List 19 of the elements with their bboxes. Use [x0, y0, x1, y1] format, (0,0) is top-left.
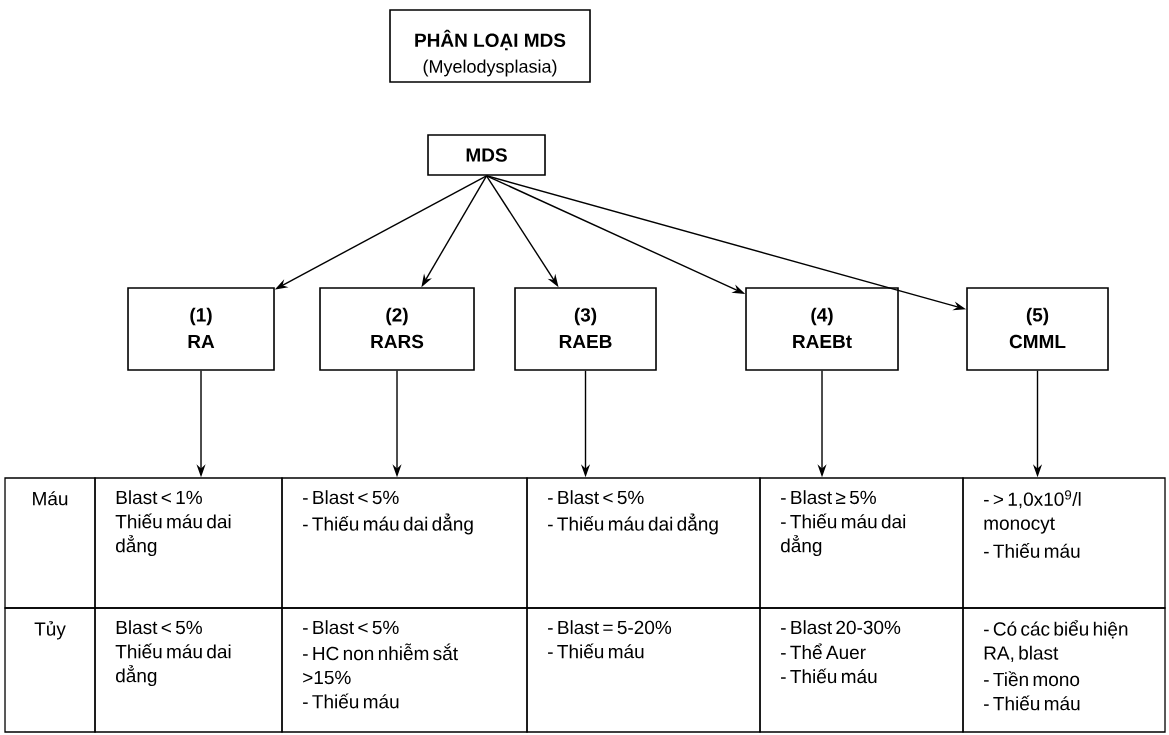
title-box: PHÂN LOẠI MDS (Myelodysplasia) — [389, 9, 591, 83]
table-cell: - Blast < 5% - Thiếu máu dai dẳng — [281, 477, 528, 609]
category-box: (5) CMML — [966, 287, 1109, 371]
table-cell: Blast < 1% Thiếu máu dai dẳng — [94, 477, 283, 609]
process-box: MDS — [427, 134, 546, 176]
table-cell: Blast < 5% Thiếu máu dai dẳng — [94, 607, 283, 733]
table-cell: - Blast < 5% - HC non nhiễm sắt >15% - Thiếu máu — [281, 607, 528, 733]
table-cell: - > 1,0x10$^{9}$/l monocyt - Thiếu máu — [962, 477, 1166, 609]
table-cell: - Blast < 5% - Thiếu máu dai dẳng — [526, 477, 761, 609]
row-header-cell: Tủy — [4, 607, 96, 733]
table-cell: - Blast ≥ 5% - Thiếu máu dai dẳng — [759, 477, 964, 609]
table-cell: - Có các biểu hiện RA, blast - Tiền mono - Thiếu máu — [962, 607, 1166, 733]
category-box: (1) RA — [127, 287, 275, 371]
row-header-cell: Máu — [4, 477, 96, 609]
category-box: (2) RARS — [319, 287, 475, 371]
category-box: (3) RAEB — [514, 287, 657, 371]
table-cell: - Blast 20-30% - Thể Auer - Thiếu máu — [759, 607, 964, 733]
category-box: (4) RAEBt — [745, 287, 899, 371]
table-cell: - Blast = 5-20% - Thiếu máu — [526, 607, 761, 733]
